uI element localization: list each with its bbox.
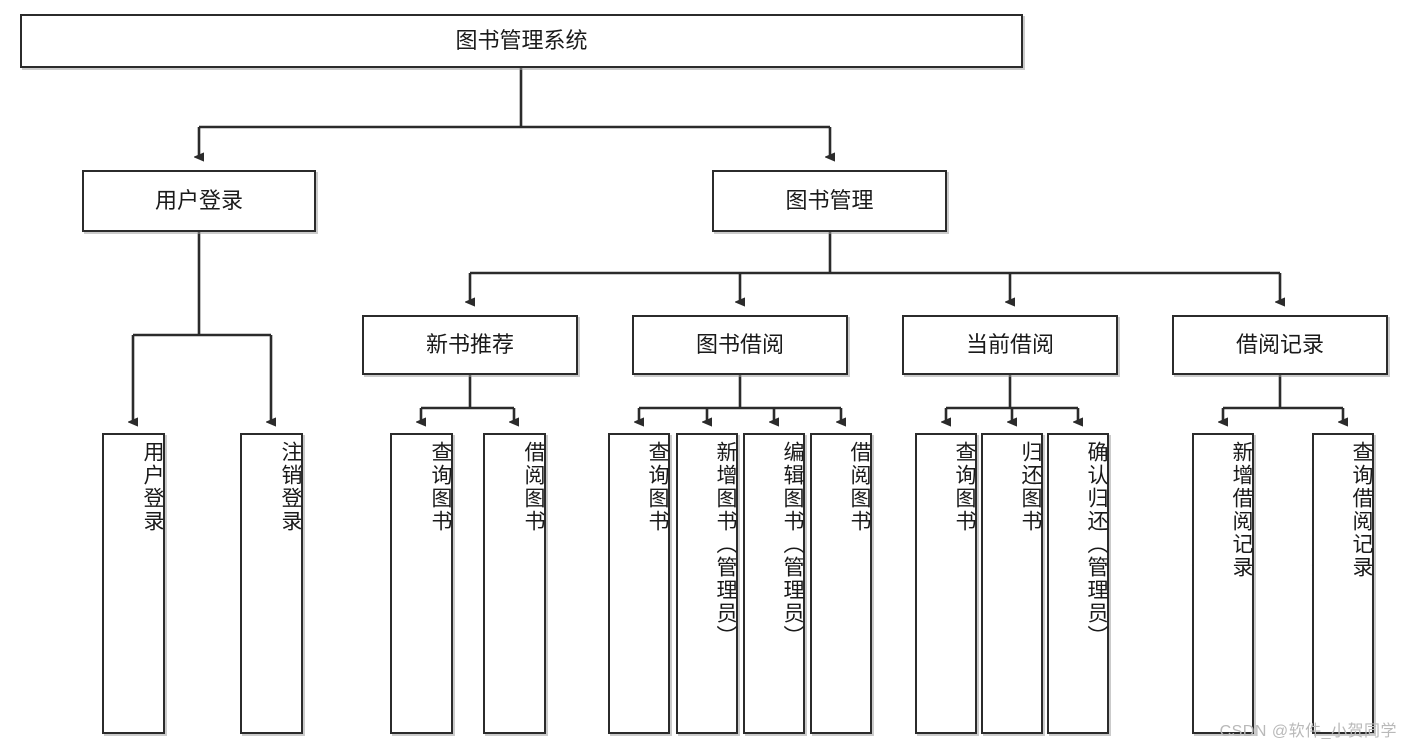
leaf-record-query-record[interactable]: 查询借阅记录 [1312,433,1374,734]
watermark-text: CSDN @软件_小贺同学 [1219,723,1397,740]
leaf-user-login-login[interactable]: 用户登录 [102,433,165,734]
node-label: 查询借阅记录 [1350,441,1373,579]
node-label: 查询图书 [953,441,976,533]
node-label: 借阅记录 [1235,332,1324,358]
node-label: 新增图书（管理员） [714,441,737,648]
node-label: 借阅图书 [848,441,871,533]
node-user-login[interactable]: 用户登录 [82,170,316,232]
node-label: 归还图书 [1019,441,1042,533]
leaf-recommend-query-book[interactable]: 查询图书 [390,433,453,734]
node-label: 用户登录 [154,188,243,214]
node-label: 新书推荐 [425,332,514,358]
leaf-borrow-add-book-admin[interactable]: 新增图书（管理员） [676,433,738,734]
node-new-book-recommend[interactable]: 新书推荐 [362,315,578,375]
node-book-borrow[interactable]: 图书借阅 [632,315,848,375]
node-label: 借阅图书 [522,441,545,533]
leaf-user-login-logout[interactable]: 注销登录 [240,433,303,734]
node-label: 图书管理 [785,188,874,214]
node-label: 图书管理系统 [455,28,588,54]
leaf-current-query-book[interactable]: 查询图书 [915,433,977,734]
node-borrow-record[interactable]: 借阅记录 [1172,315,1388,375]
leaf-record-add-record[interactable]: 新增借阅记录 [1192,433,1254,734]
node-label: 查询图书 [429,441,452,533]
leaf-borrow-query-book[interactable]: 查询图书 [608,433,670,734]
node-label: 编辑图书（管理员） [781,441,804,648]
leaf-borrow-edit-book-admin[interactable]: 编辑图书（管理员） [743,433,805,734]
leaf-current-return-book[interactable]: 归还图书 [981,433,1043,734]
node-label: 当前借阅 [965,332,1054,358]
node-label: 新增借阅记录 [1230,441,1253,579]
node-label: 注销登录 [279,441,302,533]
leaf-borrow-borrow-book[interactable]: 借阅图书 [810,433,872,734]
node-current-borrow[interactable]: 当前借阅 [902,315,1118,375]
node-label: 用户登录 [141,441,164,533]
node-label: 图书借阅 [695,332,784,358]
node-book-management[interactable]: 图书管理 [712,170,947,232]
node-label: 确认归还（管理员） [1085,441,1108,648]
leaf-recommend-borrow-book[interactable]: 借阅图书 [483,433,546,734]
node-label: 查询图书 [646,441,669,533]
leaf-current-confirm-return-admin[interactable]: 确认归还（管理员） [1047,433,1109,734]
node-root-system[interactable]: 图书管理系统 [20,14,1023,68]
